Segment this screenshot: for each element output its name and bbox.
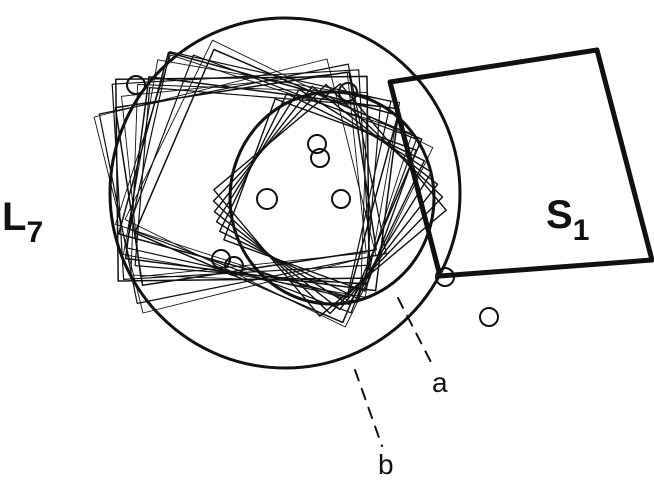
marker-circle [310, 148, 330, 168]
leader-line-b [354, 369, 383, 447]
label-b: b [378, 449, 394, 480]
marker-circle [126, 75, 146, 95]
traced-rectangle [127, 54, 418, 314]
circle-b [108, 16, 462, 370]
label-s1: S1 [546, 193, 589, 247]
label-a: a [432, 367, 448, 398]
marker-circle [435, 267, 455, 287]
traced-rectangle [125, 51, 392, 298]
region-s1-quadrilateral [387, 47, 654, 279]
traced-rectangle [130, 84, 369, 284]
marker-circle [224, 256, 244, 276]
traced-rectangle [117, 51, 399, 298]
overlapping-rectangles [93, 39, 447, 328]
small-circle-markers [126, 75, 499, 327]
traced-rectangle [124, 39, 434, 328]
marker-circle [338, 82, 358, 102]
traced-rectangle [111, 69, 371, 280]
marker-circle [307, 134, 327, 154]
traced-rectangle [98, 63, 387, 304]
label-s1-main: S [546, 193, 573, 237]
leader-line-a [397, 297, 435, 369]
label-l7-main: L [2, 195, 26, 239]
marker-circle [256, 188, 278, 210]
marker-circle [479, 307, 499, 327]
label-l7: L7 [2, 195, 43, 249]
circle-a [228, 90, 436, 306]
marker-circle [331, 189, 351, 209]
label-l7-sub: 7 [26, 216, 43, 249]
label-s1-sub: 1 [573, 214, 590, 247]
